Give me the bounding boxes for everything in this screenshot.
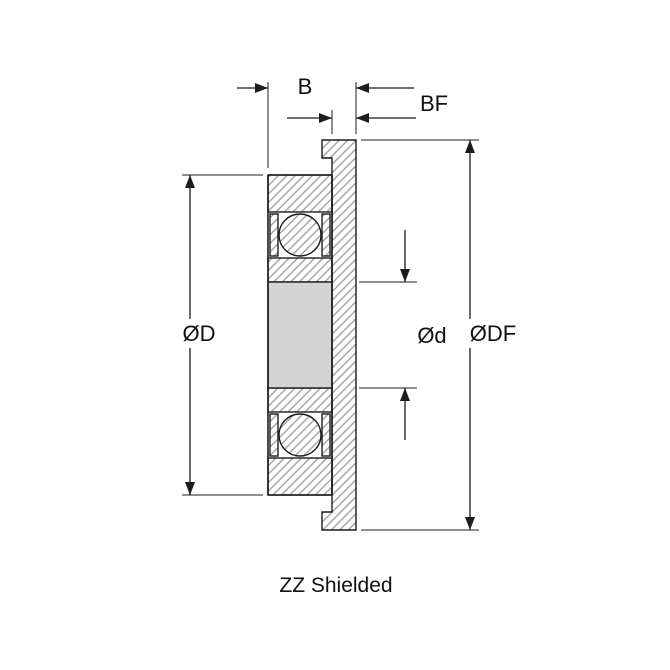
inner-ring-bottom-section [267, 387, 333, 413]
label-backing [175, 319, 223, 348]
shield-bottom-left [269, 413, 279, 457]
inner-ring-top-section [267, 257, 333, 283]
bore-section [267, 281, 333, 389]
body-outline [267, 174, 333, 496]
dimension-label-od: ØD [183, 321, 216, 346]
outer-ring-top-section [267, 174, 333, 213]
shields [269, 213, 331, 457]
dimension-Od: Ød [359, 230, 447, 440]
ball-top [278, 213, 322, 257]
diagram-caption: ZZ Shielded [279, 574, 392, 597]
dimension-label-b: B [298, 74, 313, 99]
shield-top-right [321, 213, 331, 257]
ball-bottom [278, 413, 322, 457]
dimension-B: B [237, 74, 414, 168]
dimension-label-bore: Ød [417, 323, 446, 348]
dimension-label-odf: ØDF [470, 321, 516, 346]
dimension-OD: ØD [175, 174, 263, 496]
dimension-BF: BF [287, 91, 448, 134]
label-backing [462, 319, 524, 348]
bearing-cross-section [267, 139, 357, 531]
outer-ring-bottom-section [267, 457, 333, 496]
shield-top-left [269, 213, 279, 257]
dimension-ODF: ØDF [361, 139, 524, 531]
flange-section [321, 139, 357, 531]
dimension-label-bf: BF [420, 91, 448, 116]
shield-bottom-right [321, 413, 331, 457]
